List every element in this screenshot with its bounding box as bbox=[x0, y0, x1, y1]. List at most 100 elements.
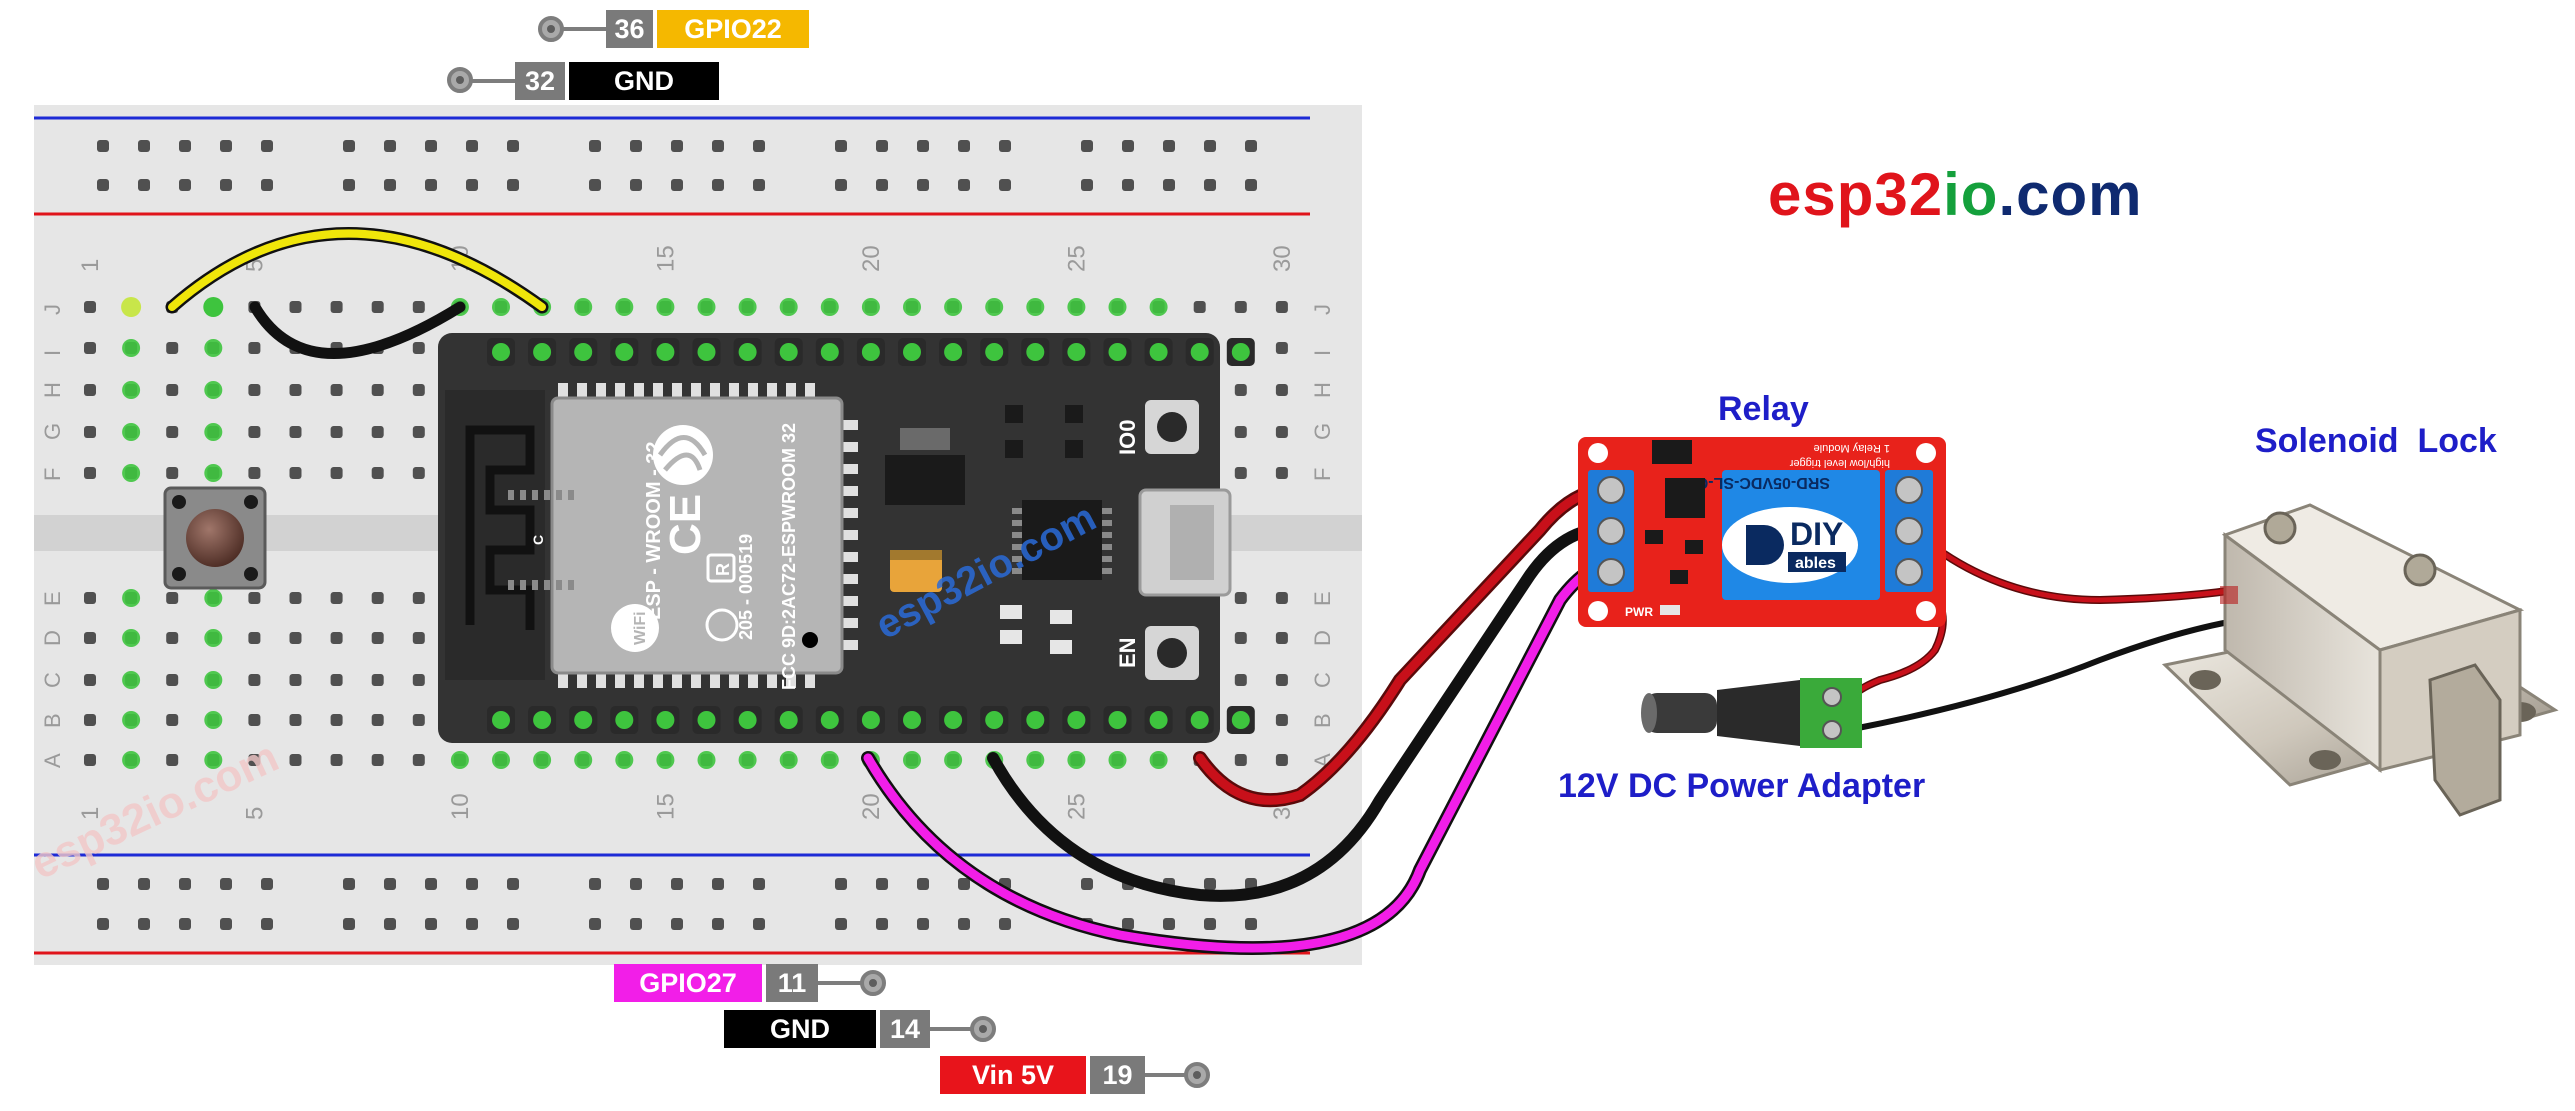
terminal-screw bbox=[1895, 558, 1923, 586]
esp32-pin bbox=[861, 711, 880, 729]
esp32-pin bbox=[820, 711, 839, 729]
rail-hole bbox=[179, 878, 191, 890]
rail-hole bbox=[507, 140, 519, 152]
chip-leg bbox=[544, 580, 550, 590]
tantalum-capacitor bbox=[890, 550, 942, 592]
esp32-pin bbox=[533, 343, 552, 361]
pwr-led bbox=[1660, 605, 1680, 615]
connected-hole bbox=[615, 751, 634, 769]
castellation bbox=[786, 672, 796, 688]
row-letter: B bbox=[40, 713, 65, 728]
lock-wire-entry bbox=[2220, 586, 2238, 604]
breadboard-hole bbox=[330, 632, 343, 644]
breadboard-hole bbox=[289, 467, 302, 479]
breadboard-hole bbox=[412, 384, 425, 396]
solenoid-title: Solenoid Lock bbox=[2255, 422, 2497, 460]
en-label: EN bbox=[1115, 637, 1140, 668]
breadboard-hole bbox=[1193, 301, 1206, 313]
relay-optocoupler bbox=[1665, 478, 1705, 518]
breadboard-hole bbox=[412, 754, 425, 766]
breadboard-hole bbox=[84, 674, 96, 686]
breadboard-hole bbox=[289, 674, 302, 686]
rail-hole bbox=[630, 140, 642, 152]
chip-leg bbox=[1012, 508, 1022, 514]
rail-hole bbox=[1245, 140, 1257, 152]
column-number: 15 bbox=[652, 245, 679, 272]
rail-hole bbox=[97, 179, 109, 191]
relay-trigger-text: high/low level trigger bbox=[1789, 457, 1890, 469]
connected-hole bbox=[122, 629, 141, 647]
terminal-screw bbox=[1895, 517, 1923, 545]
connected-hole bbox=[615, 298, 634, 316]
diyables-logo-icon bbox=[1746, 525, 1784, 565]
breadboard-hole bbox=[412, 467, 425, 479]
rail-hole bbox=[425, 918, 437, 930]
rail-hole bbox=[343, 179, 355, 191]
rail-hole bbox=[1204, 918, 1216, 930]
breadboard-hole bbox=[289, 301, 302, 313]
castellation bbox=[767, 383, 777, 399]
connected-hole bbox=[204, 711, 223, 729]
diyables-logo-text: DIY bbox=[1790, 516, 1843, 552]
svg-text:WiFi: WiFi bbox=[632, 611, 649, 645]
wire-end bbox=[121, 297, 142, 317]
breadboard-hole bbox=[371, 714, 384, 726]
module-text-c: C bbox=[530, 535, 546, 545]
chip-leg bbox=[556, 580, 562, 590]
connected-holes bbox=[121, 297, 1168, 769]
smd-part bbox=[1005, 440, 1023, 458]
esp32-pin bbox=[1108, 343, 1127, 361]
castellation bbox=[842, 508, 858, 518]
connected-hole bbox=[450, 751, 469, 769]
rail-hole bbox=[179, 140, 191, 152]
esp32-board: ESP - WROOM - 32 FCC 9D:2AC72-ESPWROOM 3… bbox=[438, 333, 1255, 743]
rail-hole bbox=[958, 918, 970, 930]
wire-gnd-button bbox=[249, 301, 466, 359]
io0-label: IO0 bbox=[1115, 420, 1140, 455]
breadboard-hole bbox=[166, 714, 179, 726]
breadboard-hole bbox=[1234, 754, 1247, 766]
breadboard-hole bbox=[166, 384, 179, 396]
connected-hole bbox=[985, 298, 1004, 316]
push-button bbox=[163, 486, 267, 590]
esp32-pin bbox=[738, 343, 757, 361]
esp32-pin bbox=[861, 343, 880, 361]
rail-hole bbox=[589, 878, 601, 890]
esp32-pin bbox=[615, 711, 634, 729]
diyables-logo-subtext: ables bbox=[1795, 555, 1836, 572]
breadboard-hole bbox=[330, 754, 343, 766]
rail-hole bbox=[958, 878, 970, 890]
esp32-pin bbox=[656, 343, 675, 361]
rail-hole bbox=[466, 878, 478, 890]
connected-hole bbox=[204, 381, 223, 399]
brand-part-esp32: esp32 bbox=[1768, 161, 1944, 228]
connected-hole bbox=[492, 298, 510, 316]
breadboard-hole bbox=[84, 632, 96, 644]
dc-power-adapter bbox=[1641, 678, 1862, 748]
terminal-screw bbox=[1895, 476, 1923, 504]
rail-hole bbox=[589, 140, 601, 152]
row-letter: G bbox=[1310, 423, 1335, 440]
breadboard-hole bbox=[248, 342, 261, 354]
rail-hole bbox=[958, 140, 970, 152]
rail-hole bbox=[712, 140, 724, 152]
breadboard-hole bbox=[371, 754, 384, 766]
connected-hole bbox=[204, 339, 223, 357]
rail-hole bbox=[425, 140, 437, 152]
breadboard-hole bbox=[289, 714, 302, 726]
rail-hole bbox=[917, 179, 929, 191]
wire-end bbox=[203, 297, 224, 317]
rail-hole bbox=[753, 878, 765, 890]
smd-part bbox=[1065, 440, 1083, 458]
breadboard-hole bbox=[248, 384, 261, 396]
rail-hole bbox=[261, 918, 273, 930]
breadboard-hole bbox=[84, 592, 96, 604]
breadboard-hole bbox=[84, 342, 96, 354]
connector-lead bbox=[1145, 1073, 1188, 1077]
relay-title: Relay bbox=[1718, 390, 1809, 428]
connected-hole bbox=[204, 423, 223, 441]
castellation bbox=[577, 383, 587, 399]
breadboard-hole bbox=[371, 467, 384, 479]
pin-number: 19 bbox=[1090, 1056, 1145, 1094]
